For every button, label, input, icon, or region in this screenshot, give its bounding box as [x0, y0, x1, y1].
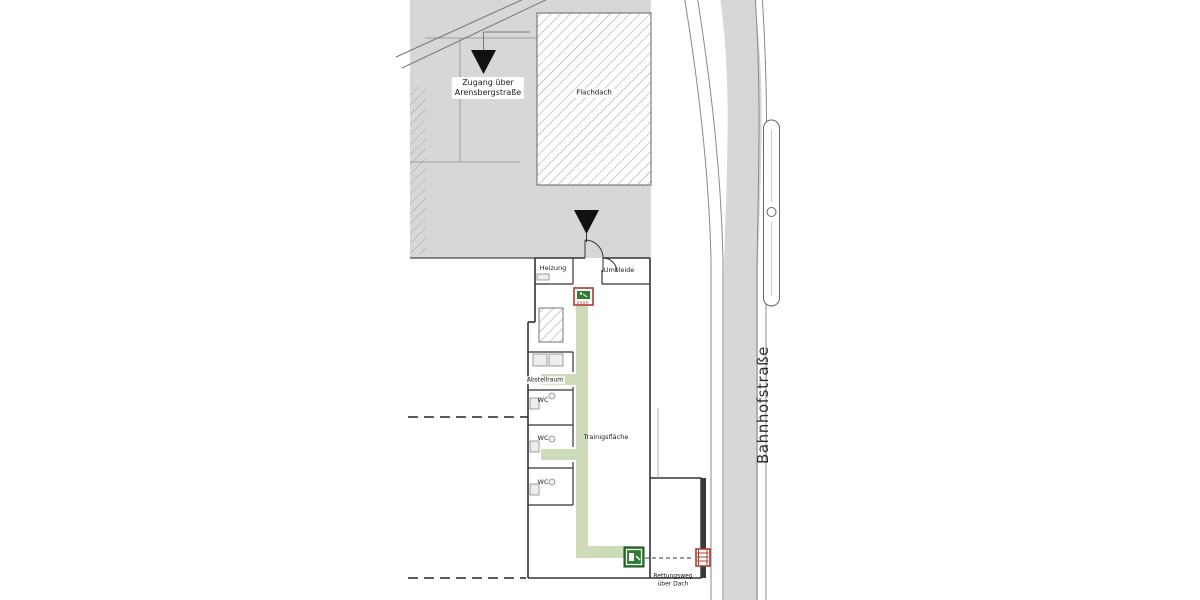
emergency-exit-icon	[623, 546, 645, 568]
manhole-icon	[766, 207, 777, 217]
flat-roof-label: Flachdach	[574, 88, 614, 98]
access-label-line1: Zugang über	[462, 78, 514, 87]
wc-label-1: WC	[537, 395, 549, 404]
flat-roof-area	[536, 12, 652, 186]
boundary-dashed-lines	[408, 416, 532, 579]
wall-hatch-strip	[410, 86, 426, 254]
training-area-label: Trainigsfläche	[583, 432, 629, 441]
wc-label-2: WC	[537, 433, 549, 442]
interior-walls	[528, 258, 650, 506]
access-label-line2: Arensbergstraße	[454, 88, 522, 97]
exit-sign-icon	[573, 287, 594, 306]
roof-escape-ladder-icon	[695, 548, 711, 567]
traffic-island	[763, 119, 780, 307]
wc-label-3: WC	[537, 477, 549, 486]
entrance-arrow-icon	[471, 50, 496, 74]
building-outline	[527, 257, 651, 579]
stair-hatch	[538, 307, 564, 343]
building-floor	[528, 258, 650, 578]
street-bahnhofstrasse	[684, 0, 780, 600]
entrance-door	[584, 239, 618, 273]
roof-escape-label-line2: über Dach	[657, 580, 689, 587]
storage-room-label: Abstellraum	[524, 376, 566, 384]
sidewalk-stripe	[720, 0, 762, 600]
changing-room-label: Umkleide	[603, 265, 635, 274]
roof-escape-label: Rettungsweg über Dach	[653, 573, 692, 588]
entrance-arrow-icon	[574, 210, 599, 234]
heating-room-label: Heizung	[539, 263, 567, 272]
entrance-arrow-icons	[471, 50, 599, 242]
access-path-lines	[395, 0, 547, 69]
access-label: Zugang über Arensbergstraße	[451, 77, 525, 99]
street-name-label: Bahnhofstraße	[754, 346, 772, 464]
roof-escape-label-line1: Rettungsweg	[653, 572, 693, 580]
fixtures	[529, 273, 564, 496]
